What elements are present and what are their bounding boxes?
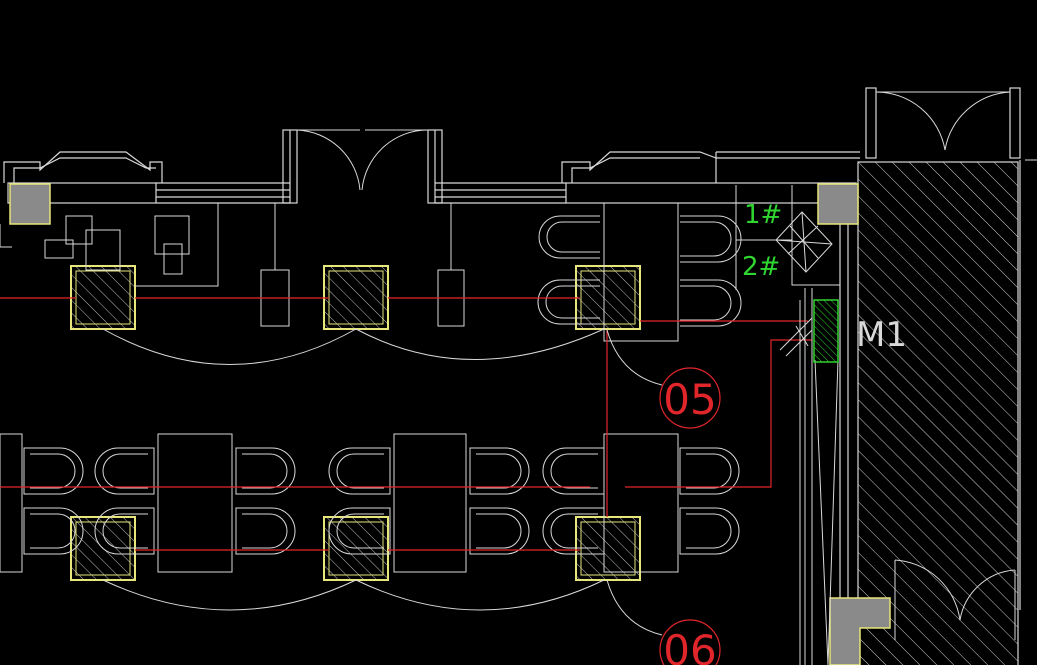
- column: [70, 265, 136, 330]
- panel-room: [735, 185, 840, 665]
- circuit-label-06: 06: [663, 626, 716, 665]
- panel-label-2: 2#: [742, 252, 780, 282]
- distribution-box-icon: [775, 211, 833, 273]
- furniture-top-left: [0, 203, 465, 327]
- circuit-arcs: [102, 328, 663, 636]
- circuit-label-05: 05: [663, 375, 716, 424]
- wall-corner-blocks: [9, 183, 891, 665]
- circuit-tag-05: 05: [659, 367, 721, 429]
- exterior-wall-hatched: [839, 159, 1037, 665]
- circuit-wiring: [0, 297, 812, 551]
- panel-box-icon: [779, 299, 839, 363]
- column: [323, 265, 389, 330]
- circuit-tag-06: 06: [659, 619, 721, 665]
- column: [575, 265, 641, 330]
- structural-columns: [70, 265, 641, 581]
- door-code-label: M1: [856, 315, 907, 355]
- tables: [0, 202, 679, 573]
- panel-label-1: 1#: [744, 200, 782, 230]
- door-swings: [296, 91, 1016, 640]
